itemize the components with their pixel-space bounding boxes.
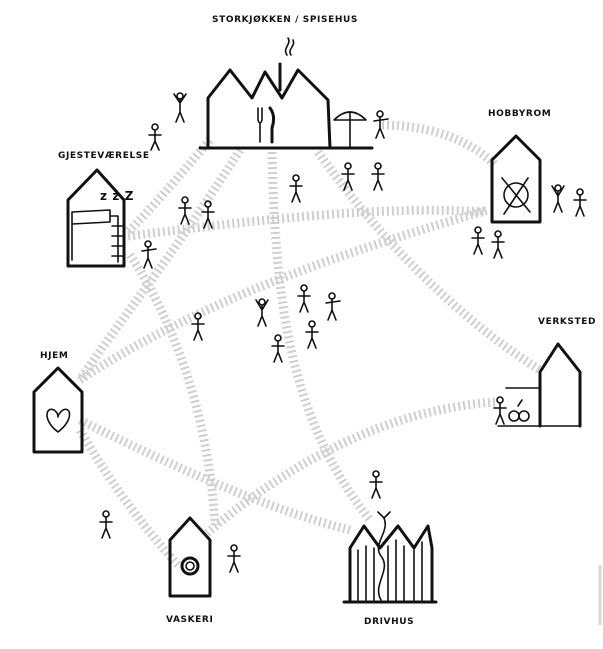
person-figure [99,510,113,539]
person-figure [191,312,205,341]
bed-icon [71,209,123,263]
plant-icon [377,511,391,601]
path-kitchen-home [76,147,244,383]
home-house [32,366,84,454]
greenhouse-building [348,524,434,604]
path-home-laundry [76,427,182,569]
heart-icon [46,408,71,433]
person-figure [141,240,157,269]
hobby-icon [501,177,531,215]
path-kitchen-guest [124,137,214,236]
node-storkjokken: STORKJØKKEN / SPISEHUS [198,14,374,150]
umbrella-icon [333,111,367,149]
node-hjem: HJEM [32,351,84,454]
label-hjem: HJEM [40,351,68,361]
node-gjesteverelse: GJESTEVÆRELSE z z Z [58,151,150,268]
person-figure [289,174,303,203]
person-figure [201,200,215,229]
person-figure [297,284,311,313]
workshop-house [538,342,582,428]
node-verksted: VERKSTED [497,317,596,428]
person-figure [325,292,341,321]
kitchen-building [206,68,332,150]
person-figure [173,92,187,123]
person-figure [227,544,241,573]
person-figure [551,184,565,213]
path-workshop-laundry [202,397,496,539]
person-figure [491,230,505,259]
person-figure [369,470,383,499]
label-storkjokken: STORKJØKKEN / SPISEHUS [212,14,358,25]
node-hobbyrom: HOBBYROM [488,109,551,224]
path-home-greenhouse [77,415,352,535]
person-figure [471,226,485,255]
node-vaskeri: VASKERI [166,516,213,625]
person-figure [573,188,587,217]
laundry-house [168,516,212,598]
person-figure [271,334,285,363]
workshop-icon [508,399,530,422]
person-figure [305,320,319,349]
node-drivhus: DRIVHUS [342,511,438,627]
label-vaskeri: VASKERI [166,615,213,625]
person-figure [148,123,162,151]
guest-house [66,168,126,268]
person-figure [371,162,385,191]
label-drivhus: DRIVHUS [364,617,414,627]
path-guest-hobby [127,205,486,241]
hobby-house [490,134,542,224]
fork-knife-icon [257,106,276,144]
path-kitchen-hobby [381,120,499,169]
smoke-icon [284,37,295,56]
path-home-hobby [77,205,490,384]
path-guest-laundry [126,252,220,526]
person-figure [255,298,269,327]
zzz-icon: z z Z [100,189,134,203]
person-figure [341,162,355,191]
person-figure [178,196,192,225]
label-gjesteverelse: GJESTEVÆRELSE [58,151,150,161]
path-kitchen-workshop [314,149,543,374]
label-verksted: VERKSTED [538,317,596,327]
label-hobbyrom: HOBBYROM [488,109,551,119]
people-figures [99,92,587,573]
person-figure [373,110,389,139]
washing-machine-icon [180,556,200,576]
person-figure [493,396,507,425]
